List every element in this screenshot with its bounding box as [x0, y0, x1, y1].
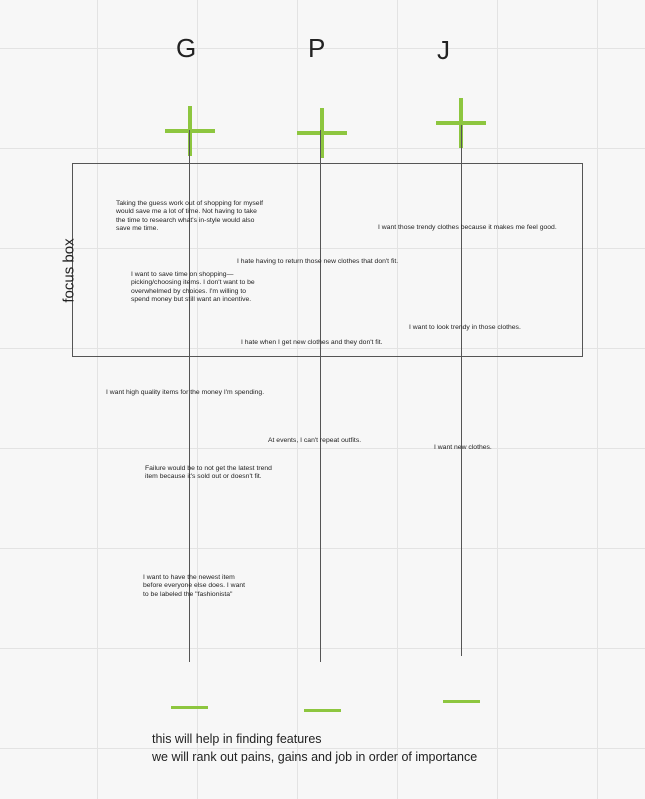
minus-icon [304, 709, 341, 712]
note-dont-fit: I hate when I get new clothes and they d… [241, 339, 383, 346]
note-guess-work: Taking the guess work out of shopping fo… [116, 200, 263, 233]
column-axis-line [461, 125, 462, 656]
note-failure: Failure would be to not get the latest t… [145, 465, 272, 481]
footer-line-1: this will help in finding features [152, 732, 322, 746]
footer-line-2: we will rank out pains, gains and job in… [152, 750, 478, 764]
column-axis-line [320, 130, 321, 662]
note-save-time: I want to save time on shopping—picking/… [131, 271, 255, 304]
column-axis-line [189, 130, 190, 662]
column-header-g: G [176, 33, 197, 63]
column-header-p: P [308, 33, 326, 63]
plus-icon [165, 106, 215, 156]
note-newest-item: I want to have the newest item before ev… [143, 574, 246, 598]
minus-icon [171, 706, 208, 709]
note-new-clothes: I want new clothes. [434, 444, 492, 451]
column-header-j: J [437, 35, 450, 65]
plus-icon [436, 98, 486, 148]
focus-box-label: focus box [60, 238, 78, 303]
plus-icon [297, 108, 347, 158]
note-return-hate: I hate having to return those new clothe… [237, 258, 399, 265]
focus-box [72, 163, 583, 357]
note-high-quality: I want high quality items for the money … [106, 389, 265, 396]
note-repeat-outfits: At events, I can't repeat outfits. [268, 437, 362, 444]
minus-icon [443, 700, 480, 703]
note-look-trendy: I want to look trendy in those clothes. [409, 324, 521, 331]
note-trendy-feel-good: I want those trendy clothes because it m… [378, 224, 557, 231]
